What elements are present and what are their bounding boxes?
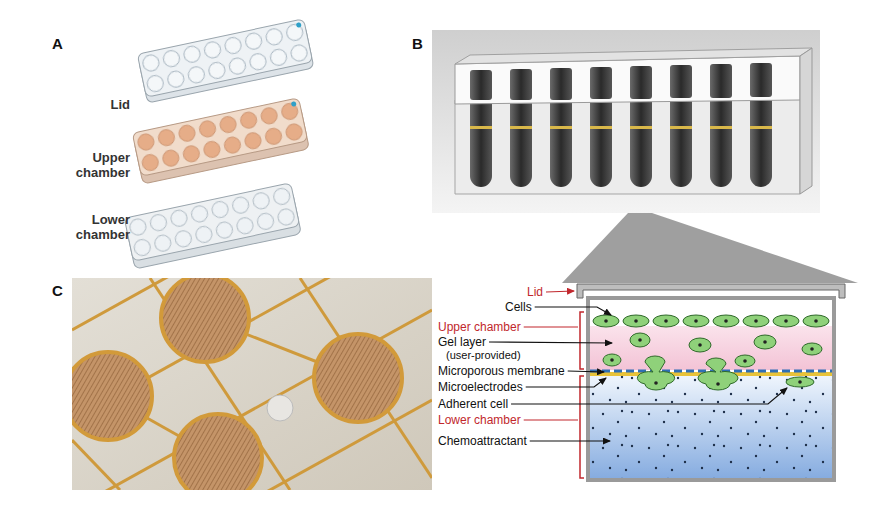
electrode-photo [72, 278, 432, 490]
panel-letter: B [412, 36, 423, 51]
part-label: Lid [527, 285, 543, 300]
part-label: Cells [505, 300, 532, 315]
leader-line [511, 388, 787, 404]
part-label: Upper chamber [438, 320, 521, 335]
device-render [432, 30, 820, 213]
part-label: Lower chamber [438, 413, 521, 428]
panel-letter: C [52, 283, 63, 298]
panel-letter: A [52, 36, 63, 51]
upper-chamber-plate [132, 98, 309, 184]
lid-plate [137, 19, 314, 103]
leader-line [524, 326, 578, 327]
lid-shape [577, 284, 845, 298]
chamber-schematic [577, 284, 845, 480]
part-label: Gel layer [438, 335, 486, 350]
membrane-bands [470, 126, 772, 129]
leader-line [526, 378, 606, 387]
leader-line [489, 342, 612, 343]
part-label: Upper chamber [60, 150, 130, 180]
part-label: Chemoattractant [438, 434, 527, 449]
cell-nuclei [604, 319, 818, 386]
chamber-wall [588, 298, 834, 480]
leader-line [530, 440, 610, 441]
leader-line [535, 307, 611, 315]
part-note: (user-provided) [446, 348, 521, 363]
leader-line [524, 419, 578, 420]
red-bracket [580, 312, 584, 478]
cells [593, 315, 829, 390]
leader-line [568, 371, 604, 372]
part-label: Lower chamber [60, 212, 130, 242]
part-label: Microporous membrane [438, 364, 565, 379]
well-cutaways [470, 63, 772, 100]
lower-chamber-plate [124, 183, 301, 269]
leader-line [546, 291, 574, 292]
part-label: Microelectrodes [438, 380, 523, 395]
part-label: Adherent cell [438, 397, 508, 412]
test-tubes [470, 96, 772, 187]
zoom-wedge [562, 213, 858, 283]
part-label: Lid [60, 97, 130, 112]
